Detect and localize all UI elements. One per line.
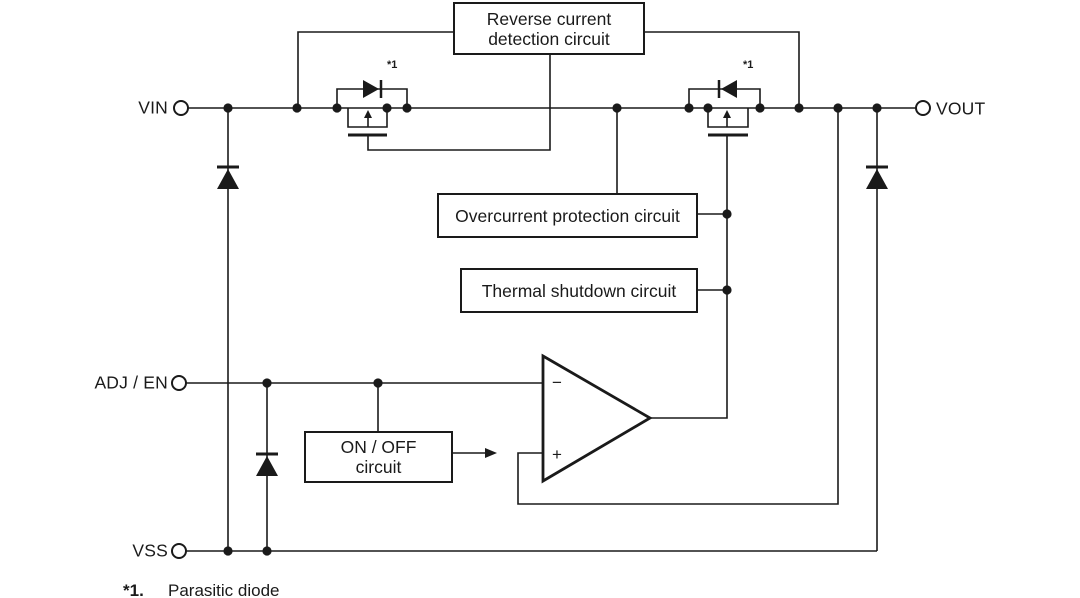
reverse-current-detection-block: Reverse current detection circuit xyxy=(453,2,645,55)
wire-rcd-right-sense xyxy=(645,31,800,108)
junction-dots xyxy=(223,103,882,556)
footnote-text: Parasitic diode xyxy=(168,581,280,598)
vin-terminal-circle xyxy=(173,100,189,116)
filled-symbols xyxy=(217,80,888,476)
fet2-body-diode-loop xyxy=(688,88,761,108)
vss-terminal-circle xyxy=(171,543,187,559)
vout-terminal-label: VOUT xyxy=(936,98,986,119)
wire-vout-feedback-to-plus-input xyxy=(517,108,839,505)
vin-esd-diode-triangle xyxy=(217,169,239,189)
wire-rcd-to-fet1-gate xyxy=(367,55,551,151)
on-off-label-line2: circuit xyxy=(355,457,402,477)
fet2-parasitic-diode-marker: *1 xyxy=(743,59,754,71)
reverse-current-detection-label-line2: detection circuit xyxy=(488,28,610,49)
amplifier-minus-input-label: − xyxy=(552,373,562,392)
vout-terminal-circle xyxy=(915,100,931,116)
reverse-current-detection-label-line1: Reverse current xyxy=(486,8,612,29)
adj-en-terminal-circle xyxy=(171,375,187,391)
adj-esd-diode-triangle xyxy=(256,456,278,476)
wire-amp-out-to-fet2-gate xyxy=(650,135,728,419)
fet1-parasitic-diode-marker: *1 xyxy=(387,59,398,71)
onoff-arrowhead xyxy=(485,448,497,458)
vin-terminal-label: VIN xyxy=(138,97,168,118)
terminal-circles xyxy=(171,100,931,559)
thermal-shutdown-block: Thermal shutdown circuit xyxy=(460,268,698,313)
overcurrent-protection-block: Overcurrent protection circuit xyxy=(437,193,698,238)
fet1-parasitic-diode-triangle xyxy=(363,80,379,98)
error-amplifier-triangle xyxy=(541,353,653,484)
on-off-label-line1: ON / OFF xyxy=(340,437,417,457)
vss-terminal-label: VSS xyxy=(132,540,168,561)
wire-rcd-left-sense xyxy=(297,31,453,108)
on-off-circuit-block: ON / OFF circuit xyxy=(304,431,453,483)
vout-esd-diode-triangle xyxy=(866,169,888,189)
footnote-marker: *1. xyxy=(123,581,144,598)
fet1-body-arrowhead xyxy=(364,110,372,118)
fet2-body-arrowhead xyxy=(723,110,731,118)
fet2-parasitic-diode-triangle xyxy=(721,80,737,98)
adj-en-terminal-label: ADJ / EN xyxy=(94,372,168,393)
fet2-channel xyxy=(707,108,749,128)
overcurrent-protection-label: Overcurrent protection circuit xyxy=(455,205,680,226)
amplifier-plus-input-label: + xyxy=(552,445,562,464)
bars xyxy=(217,80,888,456)
thermal-shutdown-label: Thermal shutdown circuit xyxy=(481,280,677,301)
